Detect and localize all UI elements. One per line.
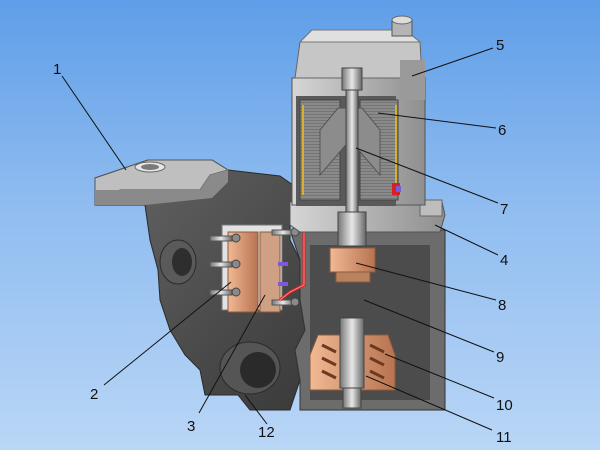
callout-11: 11 [496,429,512,446]
leader-lines [61,47,499,431]
plunger-stem [337,67,367,247]
armature [329,247,376,283]
callout-3: 3 [187,418,195,435]
callout-9: 9 [496,349,504,366]
callout-8: 8 [498,297,506,314]
callout-7: 7 [500,201,508,218]
callout-labels: 1 2 3 4 5 6 7 8 9 10 11 12 [53,37,513,446]
terminal-block [209,224,300,313]
callout-4: 4 [500,252,508,269]
callout-10: 10 [496,397,513,414]
valve-seat [309,317,396,409]
callout-12: 12 [258,424,275,441]
callout-2: 2 [90,386,98,403]
callout-1: 1 [53,61,61,78]
callout-5: 5 [496,37,504,54]
callout-6: 6 [498,122,506,139]
